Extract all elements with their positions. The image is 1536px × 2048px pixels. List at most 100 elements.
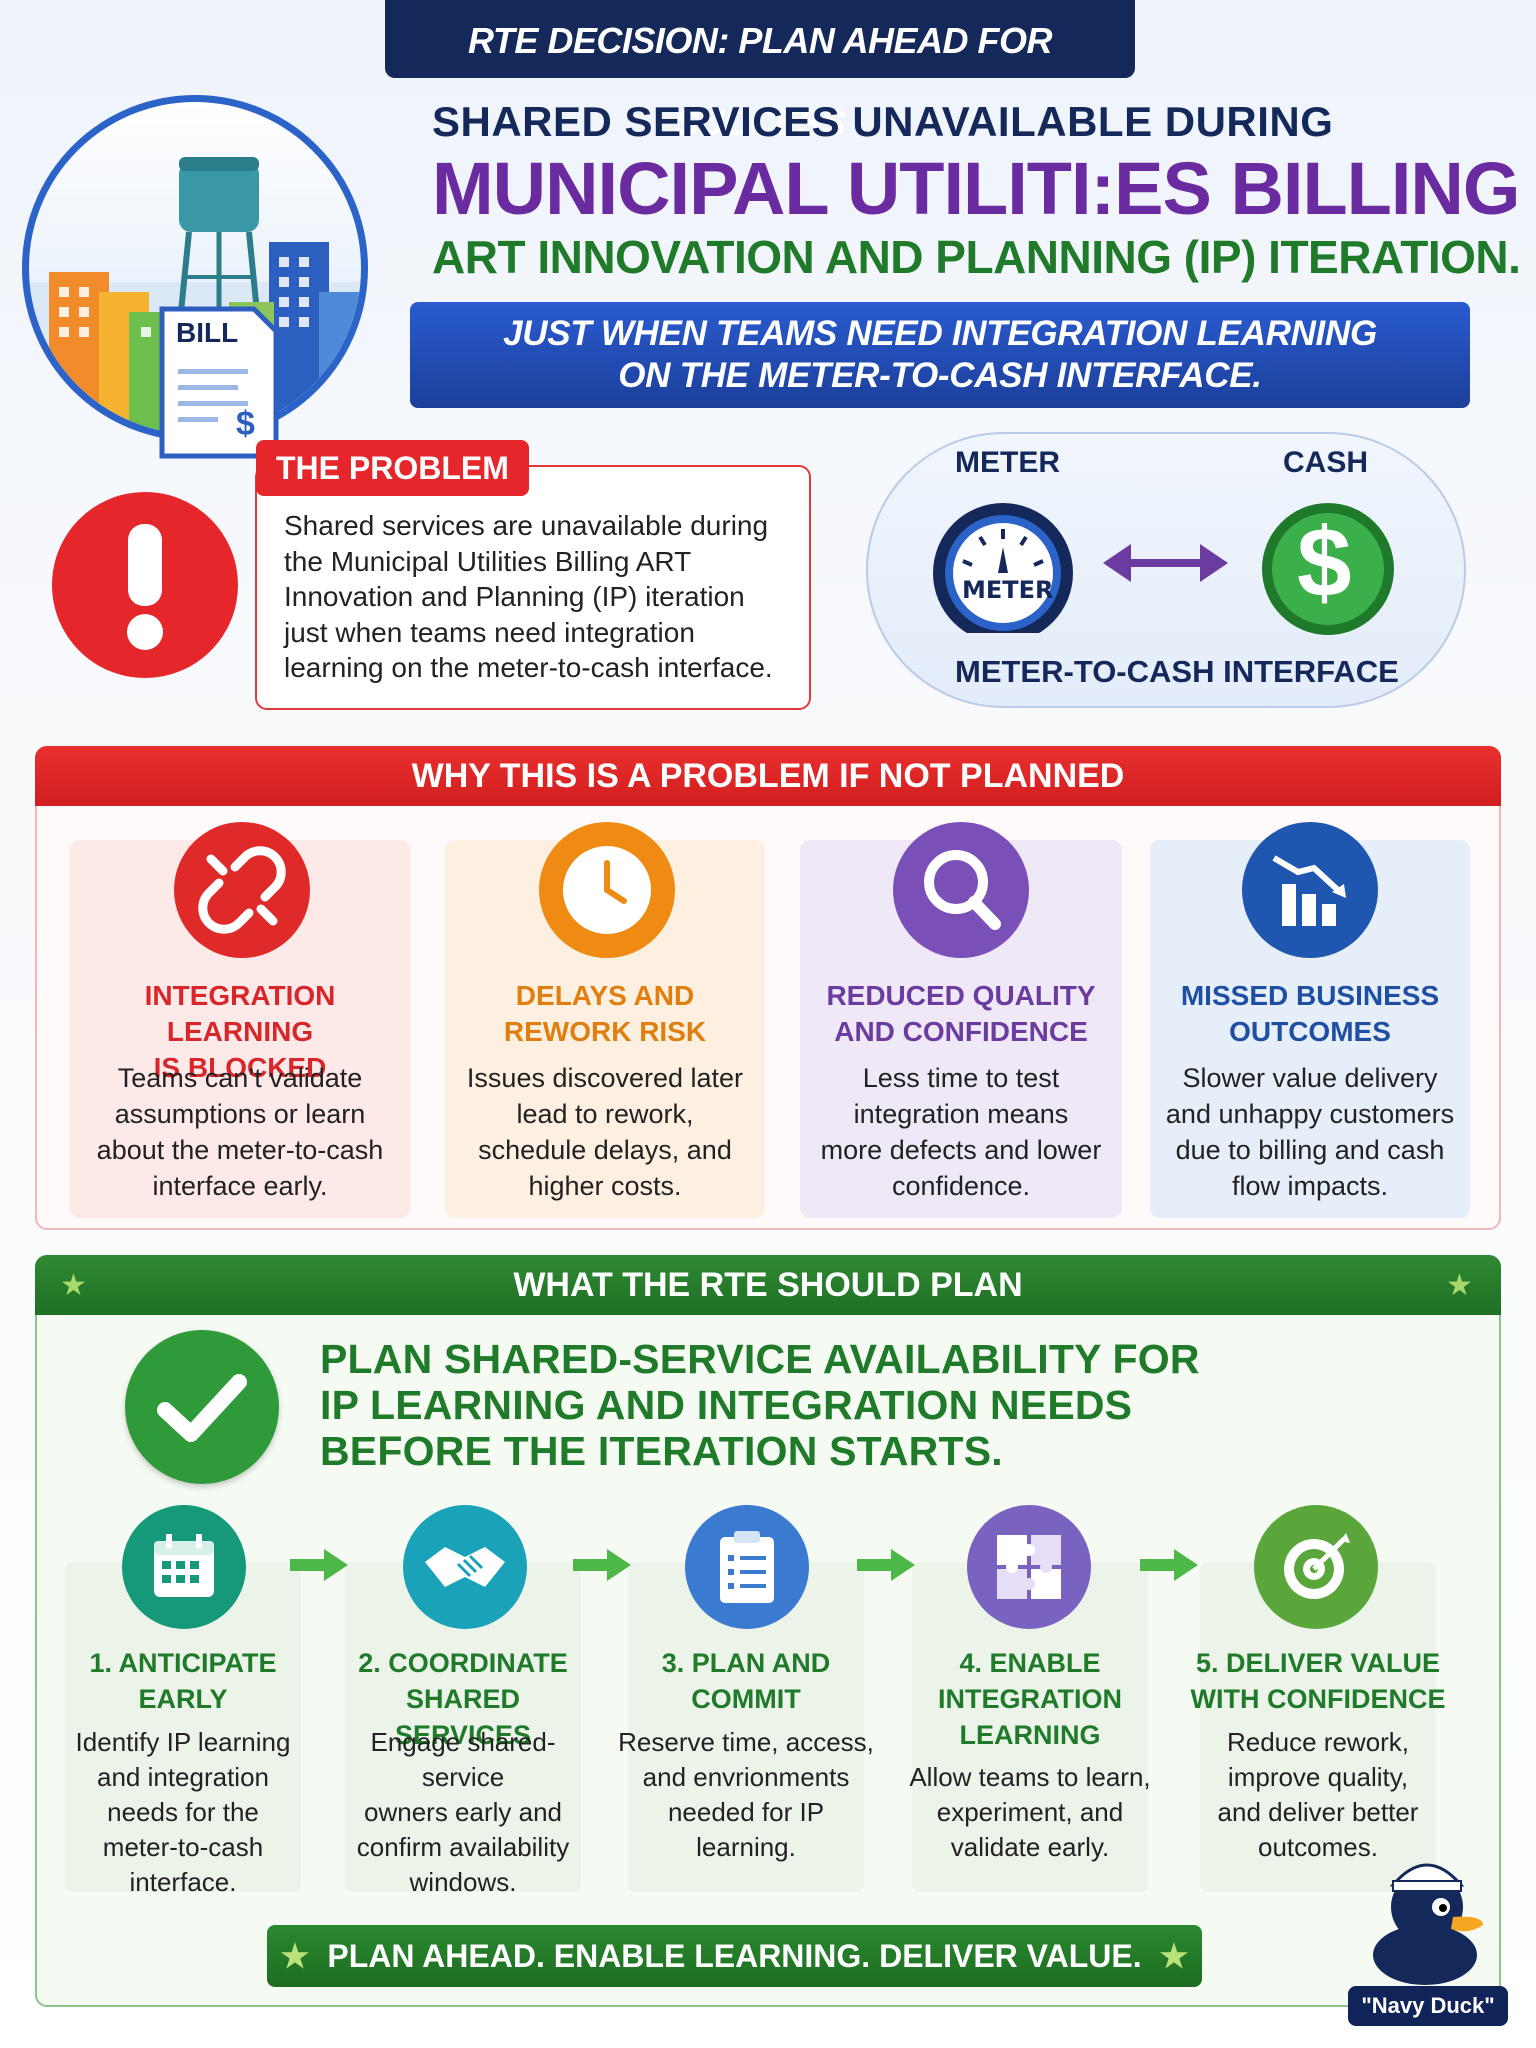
- bill-label: BILL: [176, 317, 239, 348]
- arrow-right-icon: [573, 1545, 633, 1590]
- why-desc-line: assumptions or learn: [114, 1099, 366, 1129]
- plan-headline: PLAN SHARED-SERVICE AVAILABILITY FOR IP …: [320, 1336, 1200, 1474]
- plan-headline-line: PLAN SHARED-SERVICE AVAILABILITY FOR: [320, 1336, 1200, 1382]
- step-desc-line: experiment, and: [936, 1797, 1124, 1827]
- why-title-line: MISSED BUSINESS: [1180, 980, 1440, 1011]
- star-icon: ★: [1159, 1938, 1189, 1974]
- why-title-line: IS BLOCKED: [153, 1052, 327, 1083]
- step-desc-line: Allow teams to learn,: [909, 1762, 1151, 1792]
- why-desc-line: Issues discovered later: [466, 1063, 744, 1093]
- why-desc-line: confidence.: [891, 1171, 1031, 1201]
- step-title-2: 2. COORDINATE SHARED SERVICES: [335, 1645, 591, 1753]
- plan-header: WHAT THE RTE SHOULD PLAN: [35, 1255, 1501, 1315]
- step-desc-line: confirm availability: [356, 1832, 570, 1862]
- step-icon-3: [685, 1505, 809, 1629]
- step-desc-line: and deliver better: [1217, 1797, 1419, 1827]
- step-title-line: 3. PLAN AND: [661, 1648, 831, 1678]
- step-title-line: 2. COORDINATE: [358, 1648, 568, 1678]
- step-desc-line: and integration: [96, 1762, 270, 1792]
- why-desc-line: interface early.: [152, 1171, 328, 1201]
- handshake-icon: [425, 1547, 505, 1587]
- why-desc-outcomes: Slower value delivery and unhappy custom…: [1150, 1060, 1470, 1204]
- why-desc-line: schedule delays, and: [478, 1135, 732, 1165]
- bill-dollar: $: [236, 405, 255, 443]
- calendar-icon: [154, 1534, 214, 1597]
- step-desc-line: validate early.: [950, 1832, 1110, 1862]
- step-icon-4: [967, 1505, 1091, 1629]
- meter-label: METER: [955, 446, 1060, 479]
- problem-line: learning on the meter-to-cash interface.: [284, 652, 773, 683]
- step-desc-line: learning.: [696, 1832, 796, 1862]
- step-desc-line: improve quality,: [1227, 1762, 1409, 1792]
- cash-label: CASH: [1283, 446, 1369, 479]
- step-desc-line: Reduce rework,: [1226, 1727, 1410, 1757]
- duck-icon: [1373, 1863, 1483, 1985]
- arrow-right-icon: [290, 1545, 350, 1590]
- step-desc-5: Reduce rework, improve quality, and deli…: [1190, 1725, 1446, 1865]
- why-icon-delays: [539, 822, 675, 958]
- why-desc-line: Less time to test: [862, 1063, 1060, 1093]
- cash-symbol: $: [1297, 507, 1352, 617]
- why-icon-integration: [174, 822, 310, 958]
- problem-box: [255, 465, 811, 710]
- dollar-coin-icon: [1262, 503, 1394, 635]
- problem-text: Shared services are unavailable during t…: [284, 508, 804, 686]
- why-title-quality: REDUCED QUALITY AND CONFIDENCE: [800, 978, 1122, 1050]
- mascot-label: "Navy Duck": [1348, 1986, 1508, 2026]
- step-title-line: 5. DELIVER VALUE: [1195, 1648, 1441, 1678]
- step-desc-2: Engage shared-service owners early and c…: [330, 1725, 596, 1900]
- why-desc-integration: Teams can’t validate assumptions or lear…: [70, 1060, 410, 1204]
- step-title-line: 4. ENABLE: [959, 1648, 1101, 1678]
- check-circle: [125, 1330, 279, 1484]
- problem-line: the Municipal Utilities Billing ART: [284, 545, 692, 577]
- headline-line1: SHARED SERVICES UNAVAILABLE DURING: [432, 98, 1334, 145]
- step-title-line: EARLY: [138, 1684, 228, 1714]
- why-desc-line: flow impacts.: [1231, 1171, 1389, 1201]
- why-desc-line: lead to rework,: [516, 1099, 694, 1129]
- step-icon-5: [1254, 1505, 1378, 1629]
- step-desc-line: Identify IP learning: [75, 1727, 291, 1757]
- step-desc-line: interface.: [129, 1867, 237, 1897]
- plan-headline-line: IP LEARNING AND INTEGRATION NEEDS: [320, 1382, 1133, 1428]
- arrow-right-icon: [857, 1545, 917, 1590]
- star-icon: ★: [280, 1938, 310, 1974]
- why-title-line: OUTCOMES: [1229, 1016, 1391, 1047]
- footer-text: PLAN AHEAD. ENABLE LEARNING. DELIVER VAL…: [327, 1938, 1142, 1974]
- why-desc-delays: Issues discovered later lead to rework, …: [445, 1060, 765, 1204]
- why-header: WHY THIS IS A PROBLEM IF NOT PLANNED: [35, 746, 1501, 806]
- step-title-line: WITH CONFIDENCE: [1190, 1684, 1446, 1714]
- step-title-4: 4. ENABLE INTEGRATION LEARNING: [907, 1645, 1153, 1753]
- why-title-line: INTEGRATION LEARNING: [144, 980, 336, 1047]
- top-banner: RTE DECISION: PLAN AHEAD FOR SUCCESS: [385, 0, 1135, 143]
- why-desc-line: and unhappy customers: [1165, 1099, 1455, 1129]
- star-icon: ★: [1446, 1269, 1473, 1302]
- step-desc-4: Allow teams to learn, experiment, and va…: [902, 1760, 1158, 1865]
- headline-line3: ART INNOVATION AND PLANNING (IP) ITERATI…: [432, 231, 1521, 283]
- step-desc-3: Reserve time, access, and envrionments n…: [618, 1725, 874, 1865]
- why-desc-line: Slower value delivery: [1182, 1063, 1438, 1093]
- why-title-line: AND CONFIDENCE: [834, 1016, 1088, 1047]
- broken-link-icon: [198, 846, 286, 934]
- why-desc-line: more defects and lower: [820, 1135, 1102, 1165]
- subtitle-bar: JUST WHEN TEAMS NEED INTEGRATION LEARNIN…: [410, 302, 1470, 408]
- step-icon-1: [122, 1505, 246, 1629]
- why-desc-line: due to billing and cash: [1175, 1135, 1445, 1165]
- why-desc-line: integration means: [853, 1099, 1069, 1129]
- why-title-line: REWORK RISK: [503, 1016, 707, 1047]
- declining-chart-icon: [1272, 855, 1346, 926]
- magnifier-icon: [924, 850, 1001, 930]
- exclamation-icon: [127, 524, 163, 650]
- step-title-line: INTEGRATION: [938, 1684, 1122, 1714]
- why-icon-outcomes: [1242, 822, 1378, 958]
- star-icon: ★: [60, 1269, 87, 1302]
- step-desc-1: Identify IP learning and integration nee…: [60, 1725, 306, 1900]
- why-icon-quality: [893, 822, 1029, 958]
- problem-line: Innovation and Planning (IP) iteration: [284, 581, 745, 612]
- step-desc-line: Engage shared-service: [370, 1727, 556, 1792]
- cash-coin: $: [1253, 503, 1403, 653]
- checkmark-icon: [157, 1374, 247, 1442]
- step-desc-line: needed for IP: [667, 1797, 825, 1827]
- bill-document: BILL $: [158, 305, 280, 460]
- plan-headline-line: BEFORE THE ITERATION STARTS.: [320, 1428, 1003, 1474]
- step-desc-line: windows.: [409, 1867, 517, 1897]
